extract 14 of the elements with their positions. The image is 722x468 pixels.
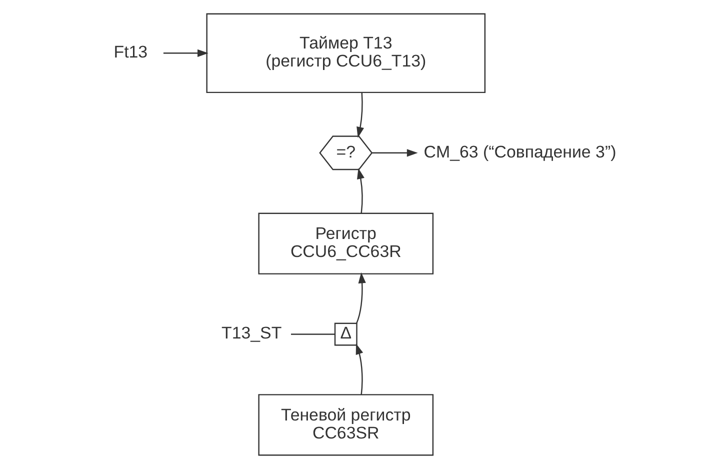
arrow xyxy=(163,48,208,56)
arrow xyxy=(357,168,364,213)
node-box: Таймер T13 (регистр CCU6_T13) xyxy=(206,12,486,93)
arrow xyxy=(356,272,366,324)
node-text: T13_ST xyxy=(222,323,282,342)
node-box: Теневой регистр CC63SR xyxy=(258,394,434,456)
arrow xyxy=(356,92,364,138)
node-box: Δ xyxy=(334,322,358,346)
connector xyxy=(291,333,335,334)
node-box: Регистр CCU6_CC63R xyxy=(258,212,434,274)
arrow xyxy=(356,343,364,394)
node-text: CM_63 (“Совпадение 3”) xyxy=(424,142,616,161)
node-text: Ft13 xyxy=(114,42,148,62)
arrow xyxy=(372,148,418,156)
